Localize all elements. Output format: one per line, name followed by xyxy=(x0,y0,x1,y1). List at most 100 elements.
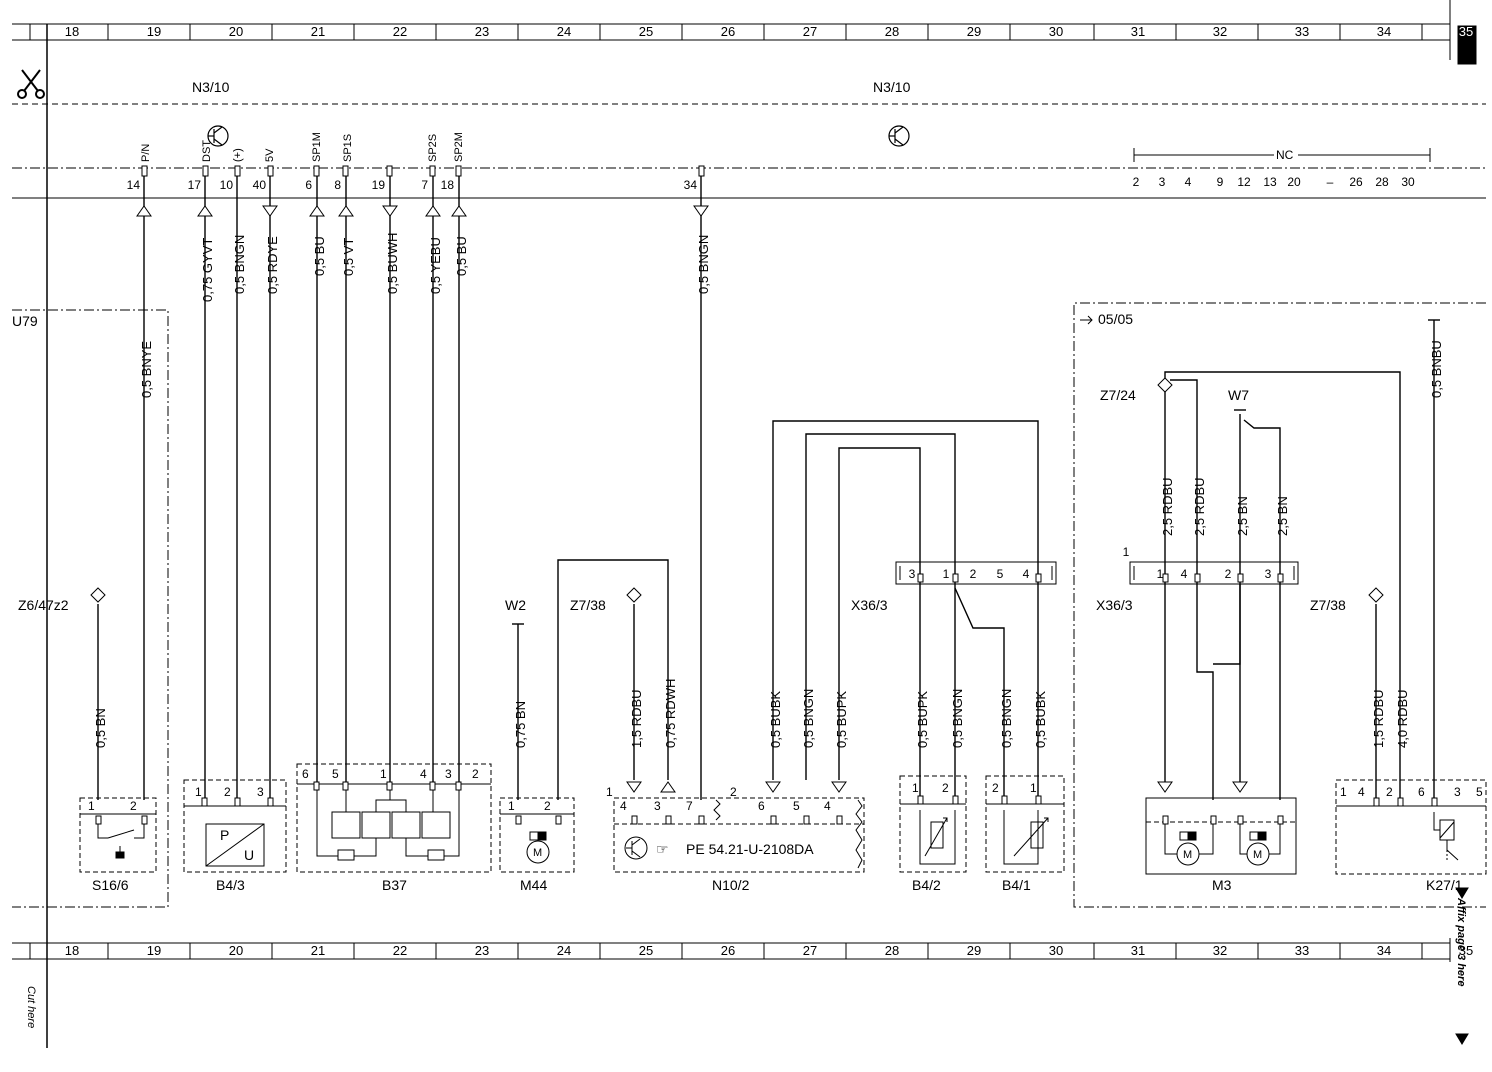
pin-number: 1 xyxy=(1157,567,1164,581)
pin-number: 4 xyxy=(620,799,627,813)
grid-number: 33 xyxy=(1295,24,1309,39)
pin-number: 3 xyxy=(654,799,661,813)
unit-label-n3-10-left: N3/10 xyxy=(192,79,230,95)
unit-label-n3-10-right: N3/10 xyxy=(873,79,911,95)
grid-number: 22 xyxy=(393,24,407,39)
wire-label: 0,5 BU xyxy=(312,236,327,276)
pin-number: 1 xyxy=(606,785,613,799)
grid-number: 32 xyxy=(1213,943,1227,958)
motor-letter: M xyxy=(533,847,542,859)
pin-number: 28 xyxy=(1375,175,1389,189)
pin-number: 5 xyxy=(1476,785,1483,799)
grid-numbers-bottom: 18 19 20 21 22 23 24 25 26 27 28 29 30 3… xyxy=(65,943,1473,958)
x36-3-connector-a xyxy=(895,561,1057,585)
transistor-icon xyxy=(888,125,910,147)
pin-number: 5 xyxy=(793,799,800,813)
ground-label: Z6/47z2 xyxy=(18,597,69,613)
grid-number: 20 xyxy=(229,943,243,958)
pin-number: 26 xyxy=(1349,175,1363,189)
pin-number: 5 xyxy=(332,767,339,781)
cut-here-note: Cut here xyxy=(25,986,37,1028)
grid-number: 26 xyxy=(721,24,735,39)
triangle-marker-icon xyxy=(1455,1033,1469,1045)
wire-lines xyxy=(97,176,1440,800)
grid-number: 26 xyxy=(721,943,735,958)
nc-bracket xyxy=(1133,148,1431,162)
k27-pins: 1 4 2 6 3 5 xyxy=(1340,785,1483,799)
pin-number: 2 xyxy=(1386,785,1393,799)
pin-number: 2 xyxy=(130,799,137,813)
pin-number: 3 xyxy=(909,567,916,581)
ground-label: Z7/38 xyxy=(1310,597,1346,613)
grid-number: 31 xyxy=(1131,24,1145,39)
b37-pins: 6 5 1 4 3 2 xyxy=(302,767,479,781)
pin-number: 14 xyxy=(127,178,141,192)
pin-number: 2 xyxy=(992,781,999,795)
pin-number: 6 xyxy=(1418,785,1425,799)
pin-number: 1 xyxy=(1123,545,1130,559)
wire-label: 2,5 RDBU xyxy=(1192,477,1207,536)
grid-number: 23 xyxy=(475,24,489,39)
pin-number: 4 xyxy=(1023,567,1030,581)
ground-diamond-icon xyxy=(90,377,1384,603)
grid-number: 35 xyxy=(1459,24,1473,39)
wire-label: 2,5 BN xyxy=(1235,496,1250,536)
pin-number: 1 xyxy=(943,567,950,581)
wire-label: 0,5 BN xyxy=(93,708,108,748)
pin-number: 6 xyxy=(758,799,765,813)
pin-number: 20 xyxy=(1287,175,1301,189)
nc-pin-numbers: 2 3 4 9 12 13 20 – 26 28 30 xyxy=(1133,175,1415,189)
top-signal-labels: P/N DST (+) 5V SP1M SP1S SP2S SP2M xyxy=(140,132,465,162)
pin-number: 30 xyxy=(1401,175,1415,189)
pin-number: 1 xyxy=(508,799,515,813)
component-n10-2 xyxy=(613,797,865,873)
wire-label: 0,5 BUPK xyxy=(915,691,930,748)
arrow-icon xyxy=(1080,315,1093,325)
grid-numbers-top: 18 19 20 21 22 23 24 25 26 27 28 29 30 3… xyxy=(65,24,1473,39)
motor-letter: M xyxy=(1183,849,1192,861)
pin-number: 7 xyxy=(421,178,428,192)
pin-number: 1 xyxy=(195,785,202,799)
pin-number: 9 xyxy=(1217,175,1224,189)
component-label-m3: M3 xyxy=(1212,877,1232,893)
unit-label-date: 05/05 xyxy=(1098,311,1133,327)
affix-page-note: Affix page 3 here xyxy=(1455,897,1467,986)
grid-number: 28 xyxy=(885,24,899,39)
pin-number: 7 xyxy=(686,799,693,813)
grid-number: 30 xyxy=(1049,943,1063,958)
pin-number: 2 xyxy=(224,785,231,799)
reference-hand-icon: ☞ xyxy=(656,841,669,857)
n10-part-number: PE 54.21-U-2108DA xyxy=(686,841,814,857)
pin-number: 3 xyxy=(257,785,264,799)
pin-number: 4 xyxy=(1185,175,1192,189)
pin-number: 40 xyxy=(253,178,267,192)
pin-number: 1 xyxy=(88,799,95,813)
grid-number: 24 xyxy=(557,24,571,39)
voltage-letter: U xyxy=(244,847,254,863)
wire-label: 0,75 RDWH xyxy=(663,679,678,748)
grid-number: 28 xyxy=(885,943,899,958)
wire-label: 0,5 VT xyxy=(341,238,356,276)
pin-number: 2 xyxy=(942,781,949,795)
component-s16-6 xyxy=(79,797,157,873)
wire-label: 0,5 BUWH xyxy=(385,233,400,294)
signal-sp1m: SP1M xyxy=(311,132,323,162)
signal-sp2m: SP2M xyxy=(453,132,465,162)
wire-label: 0,5 BUPK xyxy=(834,691,849,748)
component-k27-1 xyxy=(1335,779,1487,875)
pin-number: 19 xyxy=(372,178,386,192)
wire-label: 0,5 BNGN xyxy=(696,235,711,294)
wire-label: 0,5 BUBK xyxy=(1033,691,1048,748)
pin-number: 2 xyxy=(730,785,737,799)
pressure-letter: P xyxy=(220,827,229,843)
x36-3-connector-b xyxy=(1129,561,1299,585)
top-pin-numbers: 14 17 10 40 6 8 19 7 18 34 xyxy=(127,178,698,192)
component-label-s16-6: S16/6 xyxy=(92,877,129,893)
top-pin-markers xyxy=(141,165,705,177)
component-label-b37: B37 xyxy=(382,877,407,893)
pin-number: – xyxy=(1327,175,1334,189)
component-m3 xyxy=(1145,797,1297,875)
pin-number: 2 xyxy=(472,767,479,781)
pin-number: 2 xyxy=(544,799,551,813)
pin-number: 2 xyxy=(970,567,977,581)
